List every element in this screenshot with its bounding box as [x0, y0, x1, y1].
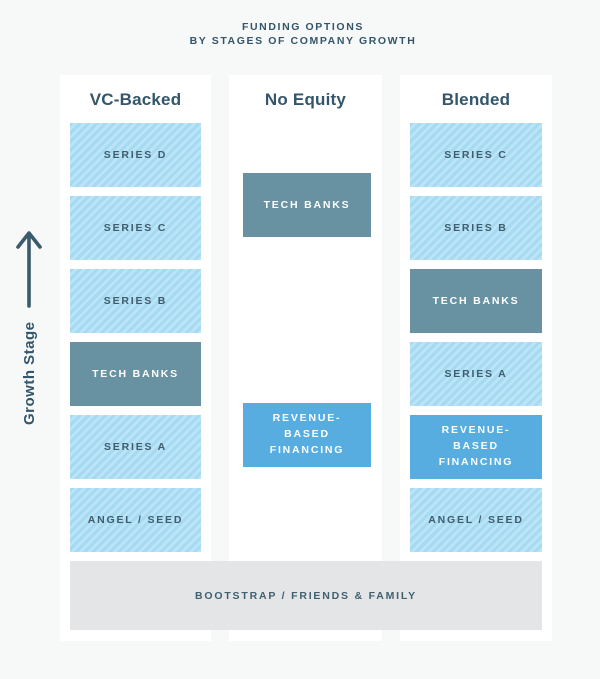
growth-stage-axis: Growth Stage: [12, 228, 46, 428]
column-header-vc-backed: VC-Backed: [89, 90, 182, 109]
box-noequity-revenue-based-financing: REVENUE- BASED FINANCING: [243, 403, 371, 467]
bootstrap-friends-family-bar: BOOTSTRAP / FRIENDS & FAMILY: [70, 561, 542, 630]
column-vc-backed: VC-Backed SERIES D SERIES C SERIES B TEC…: [60, 75, 211, 641]
column-header-blended: Blended: [441, 90, 511, 109]
box-vc-series-d: SERIES D: [70, 123, 201, 187]
box-vc-series-b: SERIES B: [70, 269, 201, 333]
box-label: SERIES A: [444, 368, 508, 380]
box-vc-angel-seed: ANGEL / SEED: [70, 488, 201, 552]
box-label-line3: FINANCING: [438, 455, 514, 468]
box-label: SERIES B: [444, 222, 508, 234]
box-label: ANGEL / SEED: [428, 514, 524, 526]
box-label: SERIES D: [103, 149, 168, 161]
up-arrow-icon: [12, 228, 46, 308]
growth-stage-label: Growth Stage: [20, 321, 38, 425]
box-blended-series-c: SERIES C: [410, 123, 542, 187]
box-vc-tech-banks: TECH BANKS: [70, 342, 201, 406]
chart-title-line2: BY STAGES OF COMPANY GROWTH: [189, 35, 417, 47]
box-label-line2: BASED: [453, 440, 499, 453]
box-label: SERIES C: [444, 149, 508, 161]
box-blended-series-a: SERIES A: [410, 342, 542, 406]
chart-title-line1: FUNDING OPTIONS: [241, 21, 364, 33]
column-blended: Blended SERIES C SERIES B TECH BANKS SER…: [400, 75, 552, 641]
box-label: TECH BANKS: [263, 199, 351, 211]
box-label: SERIES A: [103, 441, 168, 453]
box-label: TECH BANKS: [92, 368, 179, 380]
box-blended-angel-seed: ANGEL / SEED: [410, 488, 542, 552]
box-label-line3: FINANCING: [269, 443, 345, 456]
box-blended-series-b: SERIES B: [410, 196, 542, 260]
box-vc-series-c: SERIES C: [70, 196, 201, 260]
box-label: TECH BANKS: [432, 295, 520, 307]
box-vc-series-a: SERIES A: [70, 415, 201, 479]
box-label: ANGEL / SEED: [87, 514, 184, 526]
chart-title: FUNDING OPTIONS BY STAGES OF COMPANY GRO…: [6, 20, 600, 48]
column-no-equity: No Equity TECH BANKS REVENUE- BASED FINA…: [229, 75, 382, 641]
box-blended-tech-banks: TECH BANKS: [410, 269, 542, 333]
box-label-line1: REVENUE-: [272, 412, 342, 425]
footer-bar-label: BOOTSTRAP / FRIENDS & FAMILY: [195, 589, 417, 602]
box-noequity-tech-banks: TECH BANKS: [243, 173, 371, 237]
box-label-line2: BASED: [284, 428, 330, 441]
box-blended-revenue-based-financing: REVENUE- BASED FINANCING: [410, 415, 542, 479]
box-label: SERIES B: [103, 295, 168, 307]
box-label: SERIES C: [103, 222, 168, 234]
box-label-line1: REVENUE-: [441, 424, 511, 437]
column-header-no-equity: No Equity: [264, 90, 347, 109]
